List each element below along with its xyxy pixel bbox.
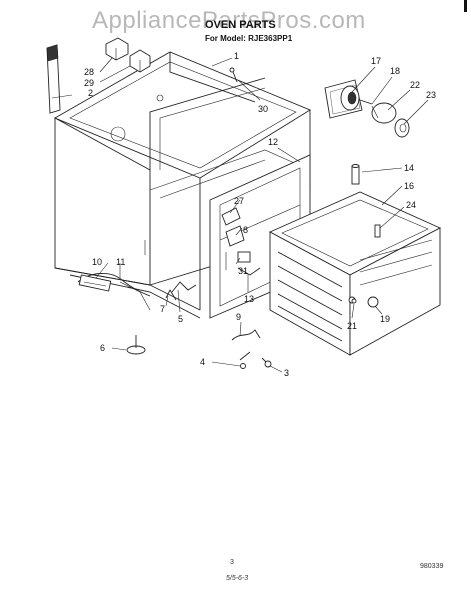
callout-12: 12 bbox=[268, 137, 278, 147]
oven-frame bbox=[53, 51, 311, 319]
diagram-code: 980339 bbox=[420, 563, 443, 570]
lower-brackets bbox=[165, 267, 261, 361]
brackets-28-29 bbox=[105, 37, 151, 73]
callout-19: 19 bbox=[380, 314, 390, 324]
callout-27: 27 bbox=[234, 196, 244, 206]
callout-1: 1 bbox=[234, 51, 239, 61]
callout-31: 31 bbox=[238, 266, 248, 276]
pin-14 bbox=[351, 164, 360, 185]
callout-14: 14 bbox=[404, 163, 414, 173]
callout-18: 18 bbox=[390, 66, 400, 76]
callout-28: 28 bbox=[84, 67, 94, 77]
screw-30 bbox=[229, 67, 238, 83]
screw-3 bbox=[261, 357, 272, 368]
screw-4 bbox=[240, 363, 246, 369]
screw-21 bbox=[351, 298, 357, 304]
watermark: AppliancePartsPros.com bbox=[92, 7, 366, 34]
leveling-foot bbox=[126, 335, 146, 355]
callout-21: 21 bbox=[347, 321, 357, 331]
callout-23: 23 bbox=[426, 90, 436, 100]
callout-6: 6 bbox=[100, 343, 105, 353]
callout-22: 22 bbox=[410, 80, 420, 90]
leader-lines bbox=[51, 57, 429, 373]
callout-10: 10 bbox=[92, 257, 102, 267]
handwritten-note: 5/5-6-3 bbox=[226, 575, 248, 582]
callout-3: 3 bbox=[284, 368, 289, 378]
callout-16: 16 bbox=[404, 181, 414, 191]
page-number: 3 bbox=[230, 559, 234, 566]
side-strip bbox=[46, 44, 61, 114]
callout-13: 13 bbox=[244, 294, 254, 304]
callout-30: 30 bbox=[258, 104, 268, 114]
callout-24: 24 bbox=[406, 200, 416, 210]
callout-2: 2 bbox=[88, 88, 93, 98]
callout-9: 9 bbox=[236, 312, 241, 322]
light-assembly bbox=[324, 79, 410, 138]
wiring-harness bbox=[77, 273, 151, 311]
callout-5: 5 bbox=[178, 314, 183, 324]
callout-29: 29 bbox=[84, 78, 94, 88]
edge-mark bbox=[464, 0, 467, 12]
diagram-title: OVEN PARTS bbox=[205, 19, 276, 31]
callout-11: 11 bbox=[116, 257, 125, 267]
model-line: For Model: RJE363PP1 bbox=[205, 34, 293, 43]
callout-4: 4 bbox=[200, 357, 205, 367]
callout-17: 17 bbox=[371, 56, 381, 66]
callout-7: 7 bbox=[160, 304, 165, 314]
callout-8: 8 bbox=[243, 225, 248, 235]
callouts: 1 2 28 29 30 17 18 22 23 12 14 16 24 27 … bbox=[84, 51, 436, 378]
